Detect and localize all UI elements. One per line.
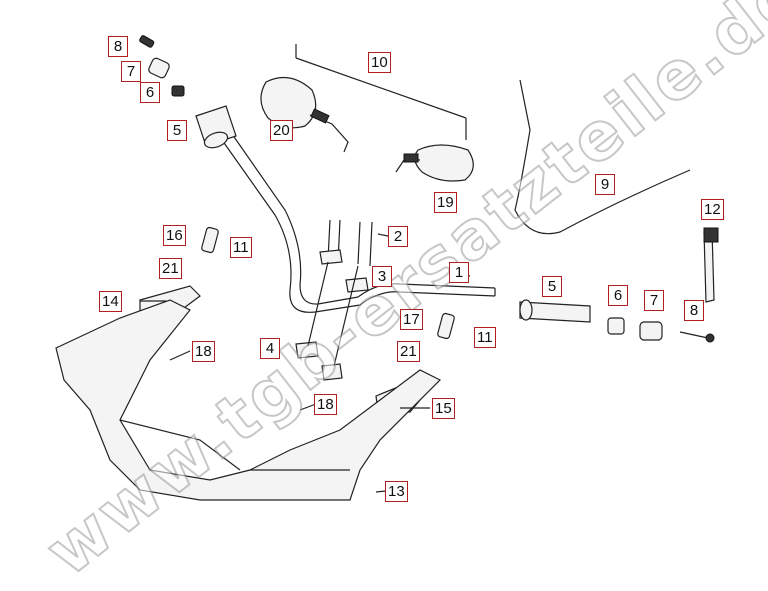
upper-clamp-right (345, 277, 369, 293)
switch-right (437, 312, 455, 340)
callout-11-right[interactable]: 11 (474, 327, 496, 348)
callout-17[interactable]: 17 (400, 309, 423, 330)
bar-end-weight-right (639, 321, 663, 341)
callout-5-left[interactable]: 5 (167, 120, 187, 141)
callout-14[interactable]: 14 (99, 291, 122, 312)
bar-end-collar-left (171, 85, 185, 97)
callout-20[interactable]: 20 (270, 120, 293, 141)
bar-end-collar-right (607, 317, 625, 335)
callout-9[interactable]: 9 (595, 174, 615, 195)
callout-4[interactable]: 4 (260, 338, 280, 359)
callout-3[interactable]: 3 (372, 266, 392, 287)
callout-13[interactable]: 13 (385, 481, 408, 502)
callout-21-right[interactable]: 21 (397, 341, 420, 362)
callout-7-left[interactable]: 7 (121, 61, 141, 82)
callout-21-left[interactable]: 21 (159, 258, 182, 279)
callout-2[interactable]: 2 (388, 226, 408, 247)
parts-diagram: www.tgb-ersatzteile.de 8 7 6 5 10 20 19 … (31, 0, 768, 591)
throttle-cable (514, 79, 691, 235)
callout-8-right[interactable]: 8 (684, 300, 704, 321)
callout-19[interactable]: 19 (434, 192, 457, 213)
bar-end-bolt-right (705, 333, 715, 343)
callout-15[interactable]: 15 (432, 398, 455, 419)
callout-6-left[interactable]: 6 (140, 82, 160, 103)
callout-6-right[interactable]: 6 (608, 285, 628, 306)
callout-5-right[interactable]: 5 (542, 276, 562, 297)
switch-left (201, 226, 219, 254)
left-grip (195, 105, 237, 149)
callout-7-right[interactable]: 7 (644, 290, 664, 311)
callout-1[interactable]: 1 (449, 262, 469, 283)
callout-12[interactable]: 12 (701, 199, 724, 220)
bar-end-weight-left (148, 57, 170, 79)
mirror-left (260, 76, 349, 153)
upper-clamp-left (319, 249, 343, 265)
bar-end-bolt-left (139, 35, 155, 48)
handlebar-cover (55, 299, 442, 501)
lower-clamp-left (295, 341, 319, 359)
mirror-right (395, 144, 474, 182)
callout-10[interactable]: 10 (368, 52, 391, 73)
callout-11-left[interactable]: 11 (230, 237, 252, 258)
callout-8-left[interactable]: 8 (108, 36, 128, 57)
callout-18-right[interactable]: 18 (314, 394, 337, 415)
lower-clamp-right (321, 363, 343, 381)
handlebar-exploded-drawing (55, 35, 719, 501)
callout-16[interactable]: 16 (163, 225, 186, 246)
handlebar-tube (221, 139, 496, 313)
callout-18-left[interactable]: 18 (192, 341, 215, 362)
